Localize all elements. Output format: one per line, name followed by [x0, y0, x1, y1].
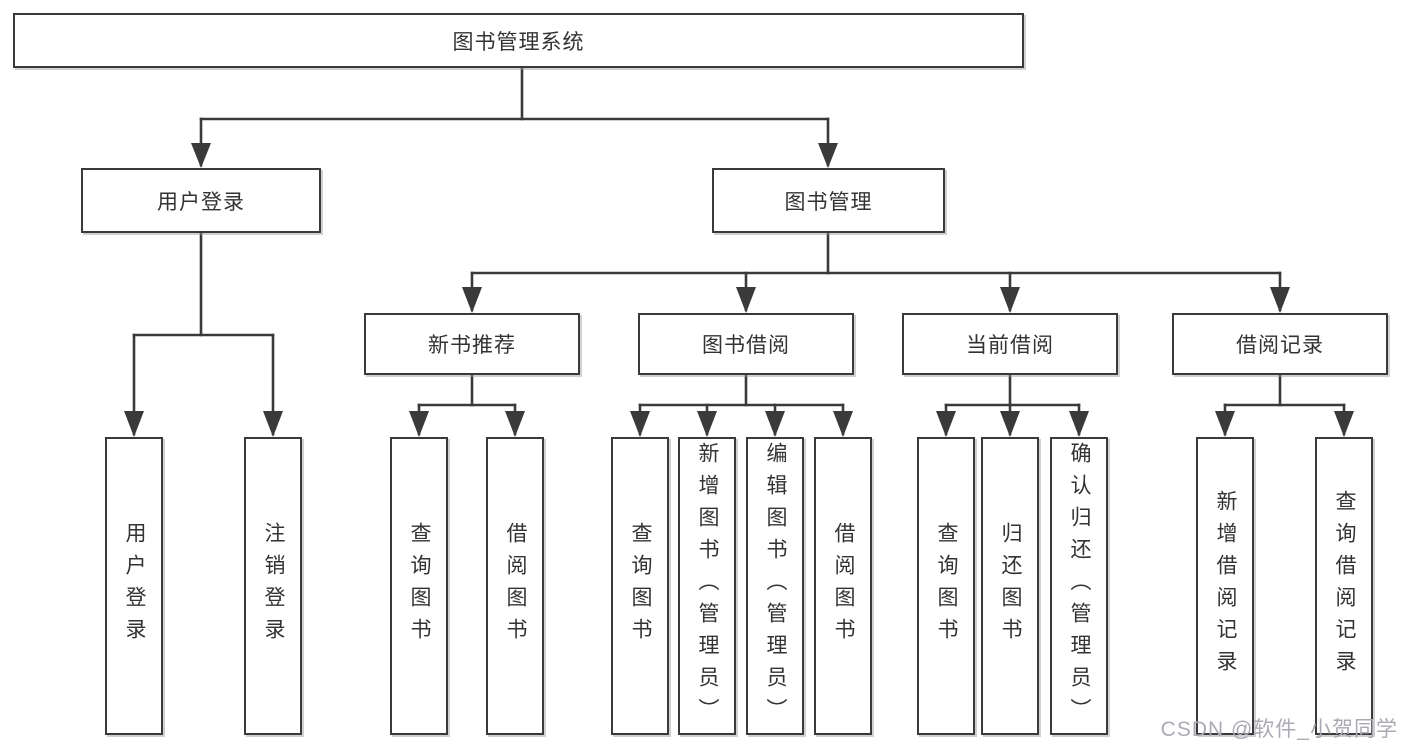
node-label: 图书管理	[784, 190, 873, 214]
node-label: 编辑图书（管理员）	[764, 442, 788, 730]
arrowhead-leaf-query-record	[1334, 411, 1354, 437]
node-label: 新书推荐	[428, 334, 516, 357]
node-label: 图书借阅	[702, 334, 790, 357]
node-label: 查询借阅记录	[1333, 490, 1357, 682]
node-user-login: 用户登录	[81, 168, 321, 233]
node-label: 借阅图书	[832, 522, 856, 650]
node-label: 查询图书	[629, 522, 653, 650]
node-label: 注销登录	[262, 522, 286, 650]
arrowhead-leaf-edit-book	[765, 411, 785, 437]
node-label: 借阅图书	[504, 522, 528, 650]
node-label: 用户登录	[123, 522, 147, 650]
node-label: 查询图书	[935, 522, 959, 650]
arrowhead-book-borrow	[736, 287, 756, 313]
leaf-return-book: 归还图书	[981, 437, 1039, 735]
arrowhead-current-borrow	[1000, 287, 1020, 313]
node-label: 图书管理系统	[452, 30, 585, 54]
arrowhead-leaf-confirm-return	[1069, 411, 1089, 437]
leaf-query-books-recommend: 查询图书	[390, 437, 448, 735]
arrowhead-leaf-borrow-recommend	[505, 411, 525, 437]
node-label: 查询图书	[408, 522, 432, 650]
node-label: 新增图书（管理员）	[696, 442, 720, 730]
node-borrow-records: 借阅记录	[1172, 313, 1388, 375]
arrowhead-leaf-query-borrow	[630, 411, 650, 437]
arrowhead-new-book	[462, 287, 482, 313]
arrowhead-borrow-records	[1270, 287, 1290, 313]
leaf-borrow-book: 借阅图书	[814, 437, 872, 735]
leaf-edit-book-admin: 编辑图书（管理员）	[746, 437, 804, 735]
node-label: 归还图书	[999, 522, 1023, 650]
node-root-system: 图书管理系统	[13, 13, 1024, 68]
leaf-logout: 注销登录	[244, 437, 302, 735]
leaf-add-book-admin: 新增图书（管理员）	[678, 437, 736, 735]
node-label: 新增借阅记录	[1214, 490, 1238, 682]
leaf-user-login: 用户登录	[105, 437, 163, 735]
arrowhead-leaf-return-book	[1000, 411, 1020, 437]
arrowhead-leaf-login	[124, 411, 144, 437]
arrowhead-book-management	[818, 143, 838, 168]
node-current-borrow: 当前借阅	[902, 313, 1118, 375]
leaf-add-borrow-record: 新增借阅记录	[1196, 437, 1254, 735]
node-book-borrow: 图书借阅	[638, 313, 854, 375]
arrowhead-leaf-add-record	[1215, 411, 1235, 437]
node-new-book-recommend: 新书推荐	[364, 313, 580, 375]
leaf-query-books-borrow: 查询图书	[611, 437, 669, 735]
leaf-borrow-books-recommend: 借阅图书	[486, 437, 544, 735]
leaf-confirm-return-admin: 确认归还（管理员）	[1050, 437, 1108, 735]
node-label: 用户登录	[157, 190, 245, 214]
node-label: 确认归还（管理员）	[1068, 442, 1092, 730]
arrowhead-leaf-query-current	[936, 411, 956, 437]
csdn-watermark: CSDN @软件_小贺同学	[1160, 718, 1398, 741]
arrowhead-leaf-query-recommend	[409, 411, 429, 437]
node-label: 借阅记录	[1236, 334, 1324, 357]
arrowhead-leaf-borrow-book	[833, 411, 853, 437]
arrowhead-leaf-logout	[263, 411, 283, 437]
node-label: 当前借阅	[966, 334, 1054, 357]
arrowhead-leaf-add-book	[697, 411, 717, 437]
leaf-query-books-current: 查询图书	[917, 437, 975, 735]
node-book-management: 图书管理	[712, 168, 945, 233]
leaf-query-borrow-record: 查询借阅记录	[1315, 437, 1373, 735]
arrowhead-user-login	[191, 143, 211, 168]
